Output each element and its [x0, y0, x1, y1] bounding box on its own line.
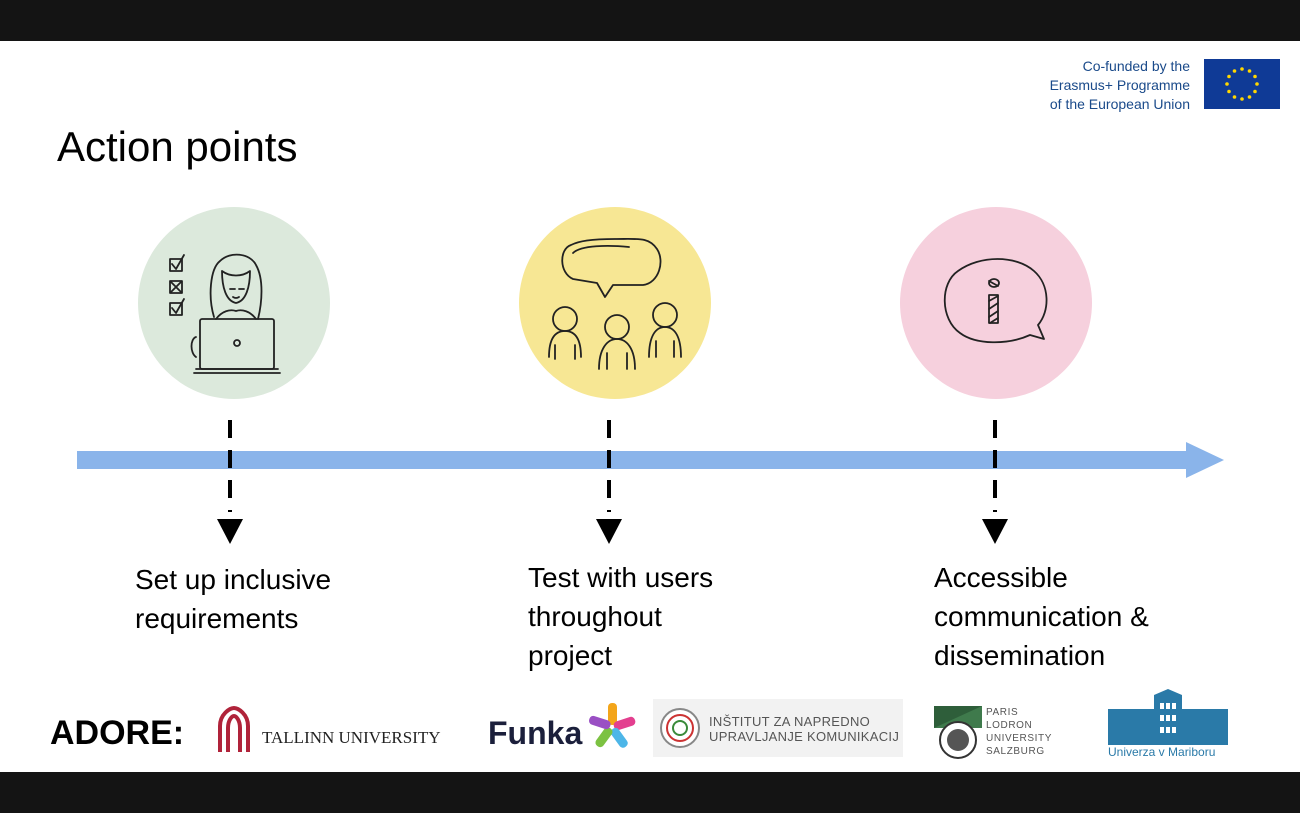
salzburg-text: PARIS LODRON UNIVERSITY SALZBURG — [986, 706, 1052, 758]
info-speech-bubble-icon — [943, 258, 1048, 344]
institut-line-2: UPRAVLJANJE KOMUNIKACIJ — [709, 729, 900, 744]
eu-star — [1232, 69, 1237, 73]
eu-star — [1227, 74, 1231, 79]
salzburg-line-4: SALZBURG — [986, 746, 1045, 757]
salzburg-line-2: LODRON — [986, 720, 1033, 731]
eu-line-1: Co-funded by the — [1082, 58, 1190, 74]
eu-star — [1253, 74, 1257, 79]
step-3-line-1: Accessible — [934, 562, 1068, 593]
eu-star — [1227, 89, 1231, 94]
tallinn-university-logo: TALLINN UNIVERSITY — [216, 706, 456, 756]
salzburg-line-1: PARIS — [986, 707, 1019, 718]
salzburg-line-3: UNIVERSITY — [986, 733, 1053, 744]
maribor-university-logo: Univerza v Mariboru — [1106, 689, 1230, 763]
step-2-line-3: project — [528, 640, 613, 671]
timeline — [77, 420, 1224, 544]
step-1-label: Set up inclusive requirements — [135, 560, 331, 638]
step-2-circle — [519, 207, 711, 399]
institut-text: INŠTITUT ZA NAPREDNO UPRAVLJANJE KOMUNIK… — [709, 714, 899, 744]
eu-star — [1225, 82, 1229, 86]
group-speech-bubble-icon — [548, 237, 682, 370]
maribor-text: Univerza v Mariboru — [1108, 745, 1216, 759]
adore-label: ADORE: — [50, 714, 185, 752]
step-3-label: Accessible communication & dissemination — [934, 558, 1149, 675]
timeline-arrowhead — [1186, 442, 1224, 478]
salzburg-university-logo: PARIS LODRON UNIVERSITY SALZBURG — [934, 704, 1074, 762]
funka-star-icon — [588, 703, 636, 748]
step-3-pointer — [982, 420, 1008, 544]
step-2-label: Test with users throughout project — [528, 558, 713, 675]
step-1-circle — [138, 207, 330, 399]
institut-line-1: INŠTITUT ZA NAPREDNO — [709, 714, 871, 729]
step-2-pointer — [596, 420, 622, 544]
eu-star — [1232, 95, 1237, 99]
step-2-line-2: throughout — [528, 601, 662, 632]
salzburg-emblem-icon — [934, 706, 982, 759]
eu-star — [1247, 95, 1252, 99]
step-3-line-2: communication & — [934, 601, 1149, 632]
eu-star — [1253, 89, 1257, 94]
step-1-line-1: Set up inclusive — [135, 564, 332, 595]
funka-logo: Funka — [486, 701, 646, 761]
step-3-circle — [900, 207, 1092, 399]
institut-logo: INŠTITUT ZA NAPREDNO UPRAVLJANJE KOMUNIK… — [653, 699, 903, 757]
eu-line-2: Erasmus+ Programme — [1049, 77, 1190, 93]
tallinn-university-text: TALLINN UNIVERSITY — [262, 728, 441, 747]
timeline-arrow-shaft — [77, 451, 1190, 469]
eu-flag-icon — [1204, 59, 1280, 109]
institut-emblem-icon — [660, 708, 700, 748]
slide: Co-funded by the Erasmus+ Programme of t… — [0, 41, 1300, 772]
step-1-pointer — [217, 420, 243, 544]
eu-star — [1255, 82, 1259, 86]
step-2-line-1: Test with users — [528, 562, 714, 593]
page-title: Action points — [57, 123, 298, 170]
person-laptop-checklist-icon — [169, 253, 281, 374]
eu-line-3: of the European Union — [1049, 96, 1190, 112]
eu-star — [1247, 69, 1252, 73]
maribor-building-icon — [1108, 689, 1228, 745]
eu-star — [1240, 67, 1244, 71]
tallinn-emblem-icon — [218, 706, 250, 752]
step-3-line-3: dissemination — [934, 640, 1106, 671]
step-1-line-2: requirements — [135, 603, 299, 634]
eu-funding-text: Co-funded by the Erasmus+ Programme of t… — [1050, 57, 1190, 114]
eu-star — [1240, 97, 1244, 101]
funka-text: Funka — [488, 715, 583, 751]
